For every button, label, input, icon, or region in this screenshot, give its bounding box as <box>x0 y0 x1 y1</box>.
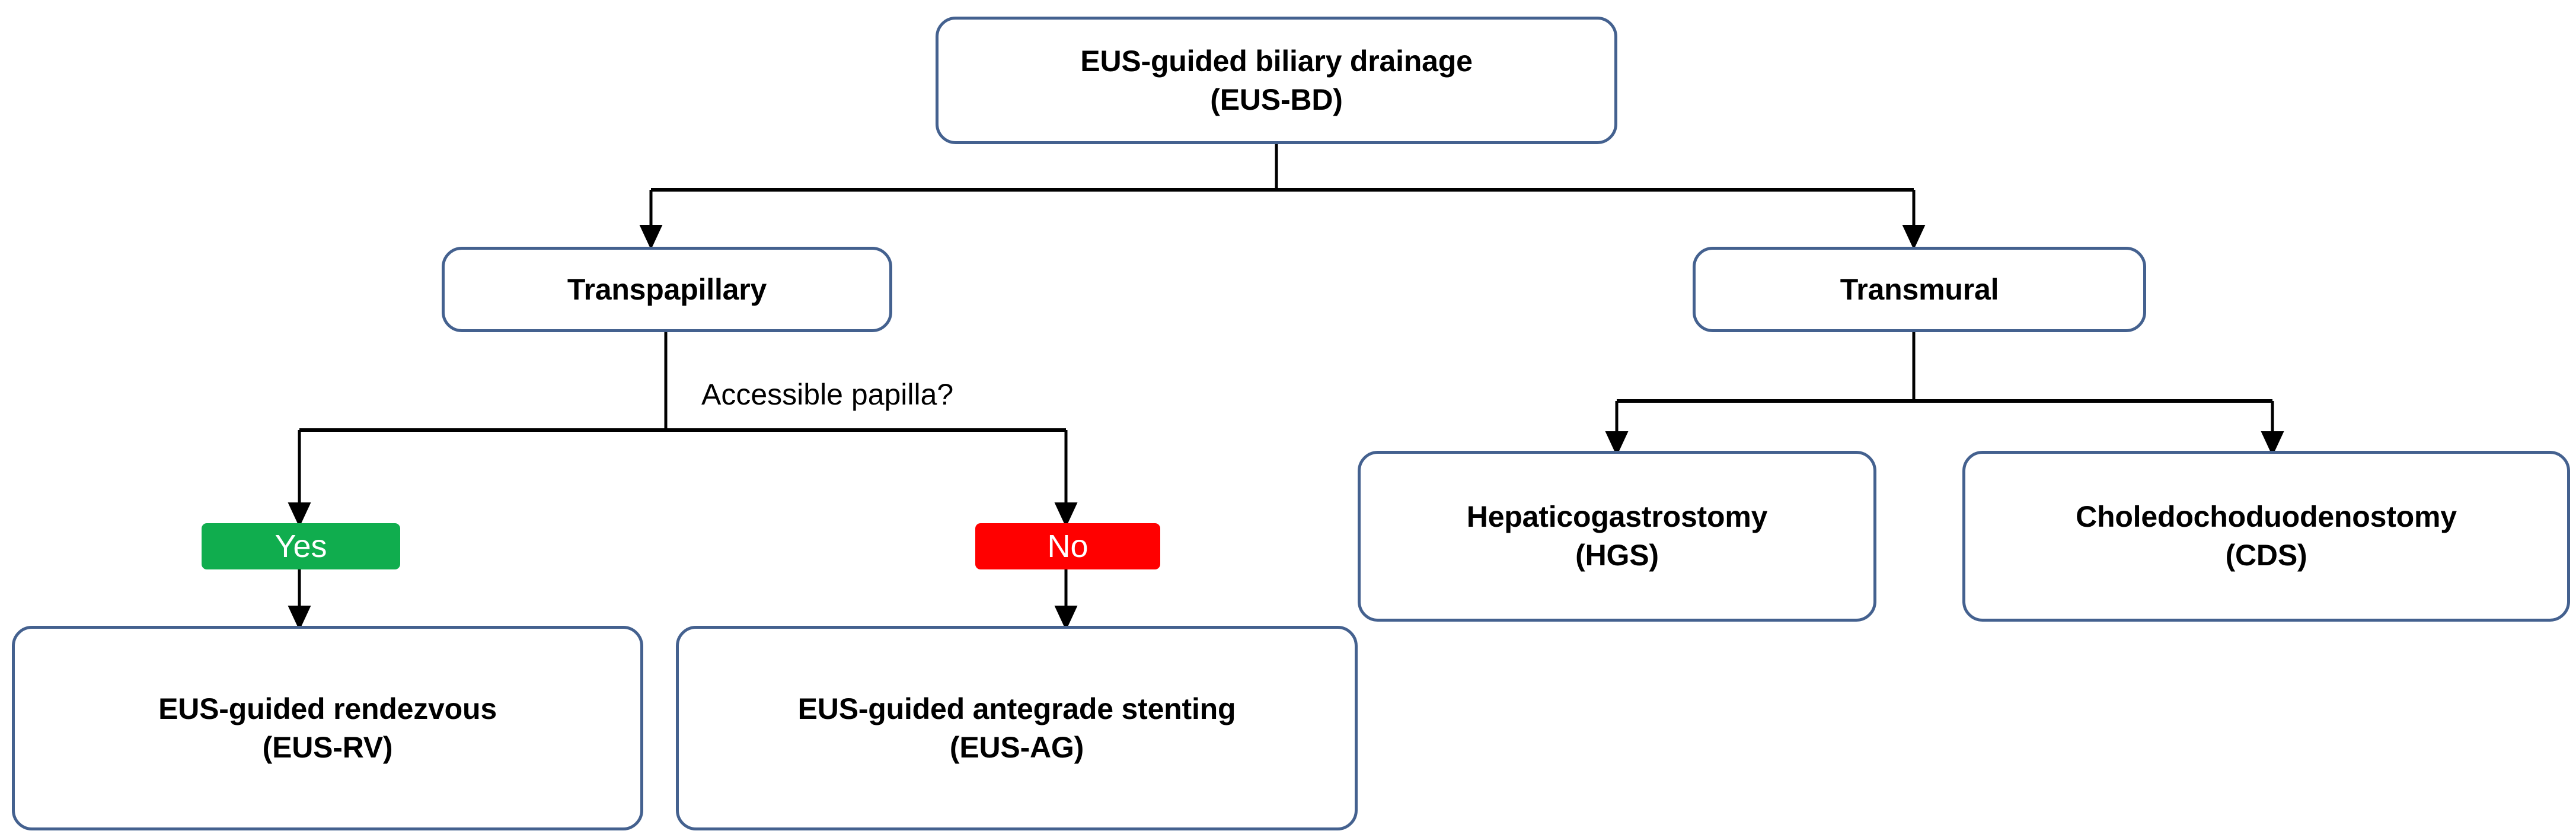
node-eus-bd-line2: (EUS-BD) <box>1210 82 1343 116</box>
node-choledochoduodenostomy-line2: (CDS) <box>2225 539 2307 572</box>
node-eus-antegrade-stenting-line2: (EUS-AG) <box>949 730 1084 764</box>
node-transmural[interactable]: Transmural <box>1693 247 2146 332</box>
node-transpapillary-label: Transpapillary <box>567 272 767 306</box>
badge-no-label: No <box>1047 529 1089 564</box>
badge-no[interactable]: No <box>975 523 1160 569</box>
node-hepaticogastrostomy[interactable]: Hepaticogastrostomy (HGS) <box>1358 451 1876 622</box>
badge-yes-label: Yes <box>274 529 327 564</box>
node-eus-rendezvous-line1: EUS-guided rendezvous <box>158 692 497 725</box>
node-transpapillary[interactable]: Transpapillary <box>442 247 892 332</box>
node-eus-bd[interactable]: EUS-guided biliary drainage (EUS-BD) <box>936 17 1617 144</box>
node-eus-rendezvous-line2: (EUS-RV) <box>262 730 393 764</box>
node-eus-antegrade-stenting-line1: EUS-guided antegrade stenting <box>797 692 1236 725</box>
node-transmural-label: Transmural <box>1840 272 1999 306</box>
edge-label-accessible-papilla: Accessible papilla? <box>701 378 954 411</box>
node-eus-antegrade-stenting[interactable]: EUS-guided antegrade stenting (EUS-AG) <box>676 626 1358 830</box>
node-hepaticogastrostomy-line1: Hepaticogastrostomy <box>1466 500 1768 533</box>
node-choledochoduodenostomy-line1: Choledochoduodenostomy <box>2076 500 2457 533</box>
node-choledochoduodenostomy[interactable]: Choledochoduodenostomy (CDS) <box>1962 451 2570 622</box>
badge-yes[interactable]: Yes <box>202 523 400 569</box>
node-hepaticogastrostomy-line2: (HGS) <box>1575 539 1659 572</box>
node-eus-rendezvous[interactable]: EUS-guided rendezvous (EUS-RV) <box>12 626 643 830</box>
node-eus-bd-line1: EUS-guided biliary drainage <box>1080 44 1473 78</box>
